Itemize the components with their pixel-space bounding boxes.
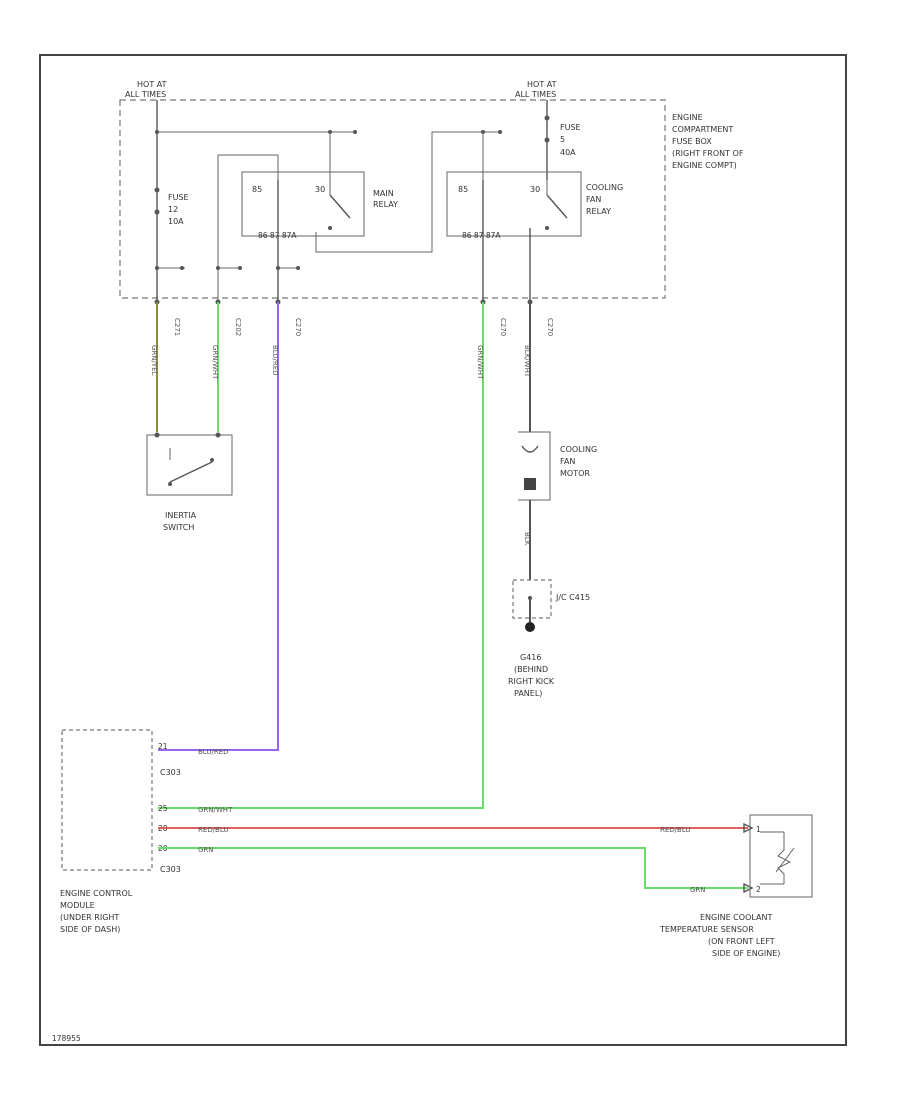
fuse-box-terminals [154,299,533,305]
sensor-pin: 2 [756,885,761,894]
sensor-label3: (ON FRONT LEFT [708,937,775,946]
ground-label: G416 (BEHIND RIGHT KICK PANEL) [508,653,555,698]
fuse-5-line1: FUSE [560,123,581,132]
fuse-box-label: ENGINE COMPARTMENT FUSE BOX (RIGHT FRONT… [672,113,744,170]
ground-icon [525,622,535,632]
fan-relay-label3: RELAY [586,207,611,216]
main-relay: 85 30 86 87 87A MAIN RELAY [241,171,398,240]
sensor-wire-label: RED/BLU [660,826,691,834]
fuse-box-outline [119,99,666,299]
sensor-label2: TEMPERATURE SENSOR [659,925,754,934]
wire-ecm-grn-wht: GRN/WHT [158,302,484,809]
coolant-temperature-sensor: 1 2 [749,814,813,898]
inertia-label2: SWITCH [163,523,194,532]
fan-motor-label2: FAN [560,457,575,466]
main-relay-label1: MAIN [373,189,394,198]
ground-line4: PANEL) [514,689,542,698]
connector-label: C271 [173,318,181,336]
sensor-label: ENGINE COOLANT TEMPERATURE SENSOR (ON FR… [659,913,780,958]
main-relay-pin30: 30 [315,185,325,194]
figure-id: 178955 [52,1034,81,1043]
sensor-pin: 1 [756,825,761,834]
wire-grn: GRN GRN [158,846,754,894]
ecm-label2: MODULE [60,901,95,910]
ground-line1: G416 [520,653,541,662]
ecm-wire-label: GRN/WHT [198,806,233,814]
ground-line3: RIGHT KICK [508,677,555,686]
ecm-wire-label: GRN [198,846,214,854]
engine-control-module: C303 C303 21 25 28 20 ENGINE CONTROL MOD… [60,729,181,934]
diagram-frame [39,54,847,1046]
wire-label: GRN/WHT [476,345,484,380]
main-relay-label2: RELAY [373,200,398,209]
fan-relay-pin85: 85 [458,185,468,194]
fuse-5-line2: 5 [560,135,565,144]
power-right-line1: HOT AT [527,80,557,89]
fan-ground-wire-label: BLK [523,532,531,546]
fan-relay-label2: FAN [586,195,601,204]
wire-red-blu: RED/BLU RED/BLU [158,822,754,834]
ground-line2: (BEHIND [514,665,548,674]
fan-motor-label3: MOTOR [560,469,590,478]
junction-connector: J/C C415 [512,579,590,632]
main-relay-pin85: 85 [252,185,262,194]
wire-inertia-feed: GRN/YEL [150,302,158,432]
fuse-12-line1: FUSE [168,193,189,202]
power-right-line2: ALL TIMES [515,90,556,99]
cooling-fan-motor: COOLING FAN MOTOR BLK [518,431,597,580]
connector-label: C270 [499,318,507,336]
ecm-wire-label: BLU/RED [198,748,229,756]
power-left-line1: HOT AT [137,80,167,89]
fan-motor-label1: COOLING [560,445,597,454]
power-left-line2: ALL TIMES [125,90,166,99]
fuse-12-line3: 10A [168,217,184,226]
fuse-12-line2: 12 [168,205,178,214]
ecm-pin: 21 [158,742,168,751]
relay-interconnect [216,130,502,300]
inertia-label1: INERTIA [165,511,197,520]
wire-label: BLK/WHT [523,345,531,378]
fan-relay-pins-bottom: 86 87 87A [462,231,501,240]
left-power-bus [155,100,357,300]
connector-label: C202 [234,318,242,336]
ecm-label4: SIDE OF DASH) [60,925,120,934]
ecm-pin: 25 [158,804,168,813]
fuse-5-line3: 40A [560,148,576,157]
ecm-wire-label: RED/BLU [198,826,229,834]
fuse-box-line4: (RIGHT FRONT OF [672,149,744,158]
jc-label: J/C C415 [555,593,590,602]
cooling-fan-relay: 85 30 86 87 87A COOLING FAN RELAY [446,171,623,300]
wire-fan-motor: BLK/WHT [523,302,531,432]
wire-label: GRN/YEL [150,345,158,376]
fuse-box-line5: ENGINE COMPT) [672,161,737,170]
sensor-label4: SIDE OF ENGINE) [712,949,780,958]
fuse-box-line1: ENGINE [672,113,703,122]
wire-ecm-blu-red: BLU/RED [158,302,279,751]
fuse-12: FUSE 12 10A [154,187,189,226]
ecm-conn-bottom: C303 [160,865,181,874]
sensor-wire-label: GRN [690,886,706,894]
ecm-label3: (UNDER RIGHT [60,913,119,922]
connector-label: C270 [294,318,302,336]
fuse-box-line2: COMPARTMENT [672,125,733,134]
right-power-feed: FUSE 5 40A [544,100,581,180]
connector-label: C270 [546,318,554,336]
ecm-conn-top: C303 [160,768,181,777]
power-label-left: HOT AT ALL TIMES [125,80,167,99]
fuse-box-line3: FUSE BOX [672,137,712,146]
thermistor-icon [777,832,792,884]
wire-inertia-return: GRN/WHT [211,302,219,432]
fan-relay-pin30: 30 [530,185,540,194]
wire-label: GRN/WHT [211,345,219,380]
power-label-right: HOT AT ALL TIMES [515,80,557,99]
ecm-label1: ENGINE CONTROL [60,889,133,898]
wire-label: BLU/RED [271,345,279,376]
sensor-label1: ENGINE COOLANT [700,913,772,922]
inertia-switch: INERTIA SWITCH [146,432,233,532]
fan-relay-label1: COOLING [586,183,623,192]
